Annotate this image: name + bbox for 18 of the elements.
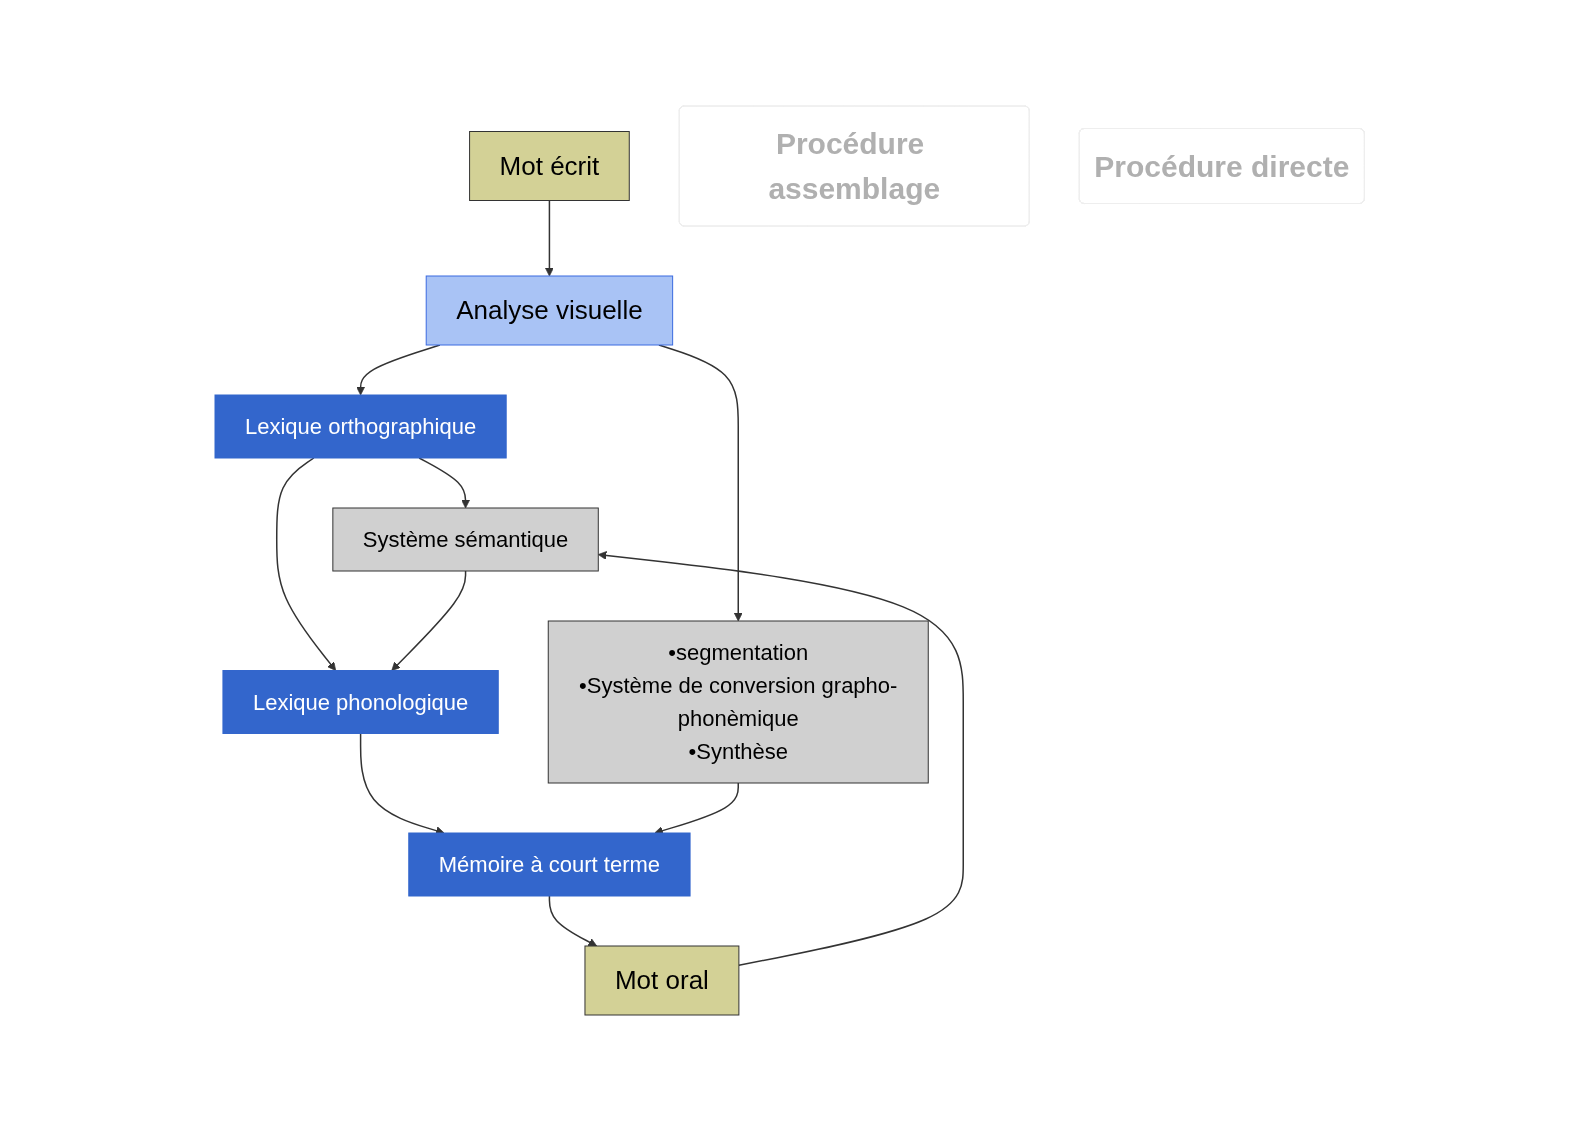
arrow — [275, 457, 336, 671]
node-text: Procédure directe — [1094, 149, 1350, 183]
arrow — [418, 457, 470, 509]
node-box: Analyse visuelle — [425, 275, 673, 346]
node-box: Mémoire à court terme — [408, 832, 691, 897]
node-box: Mot oral — [584, 945, 740, 1016]
node-text: Procédure assemblage — [768, 127, 940, 205]
arrow — [544, 199, 554, 277]
node-box: Système sémantique — [332, 507, 599, 572]
node-box: Lexique phonologique — [222, 670, 499, 734]
arrow — [359, 732, 445, 835]
node-box: •segmentation •Système de conversion grapho-phonèmique •Synthèse — [547, 620, 929, 784]
arrow — [391, 570, 467, 671]
arrow — [548, 895, 597, 947]
node-box: Mot écrit — [468, 131, 630, 201]
arrow — [654, 782, 739, 835]
node-box: Lexique orthographique — [214, 394, 507, 459]
arrow — [597, 551, 964, 967]
